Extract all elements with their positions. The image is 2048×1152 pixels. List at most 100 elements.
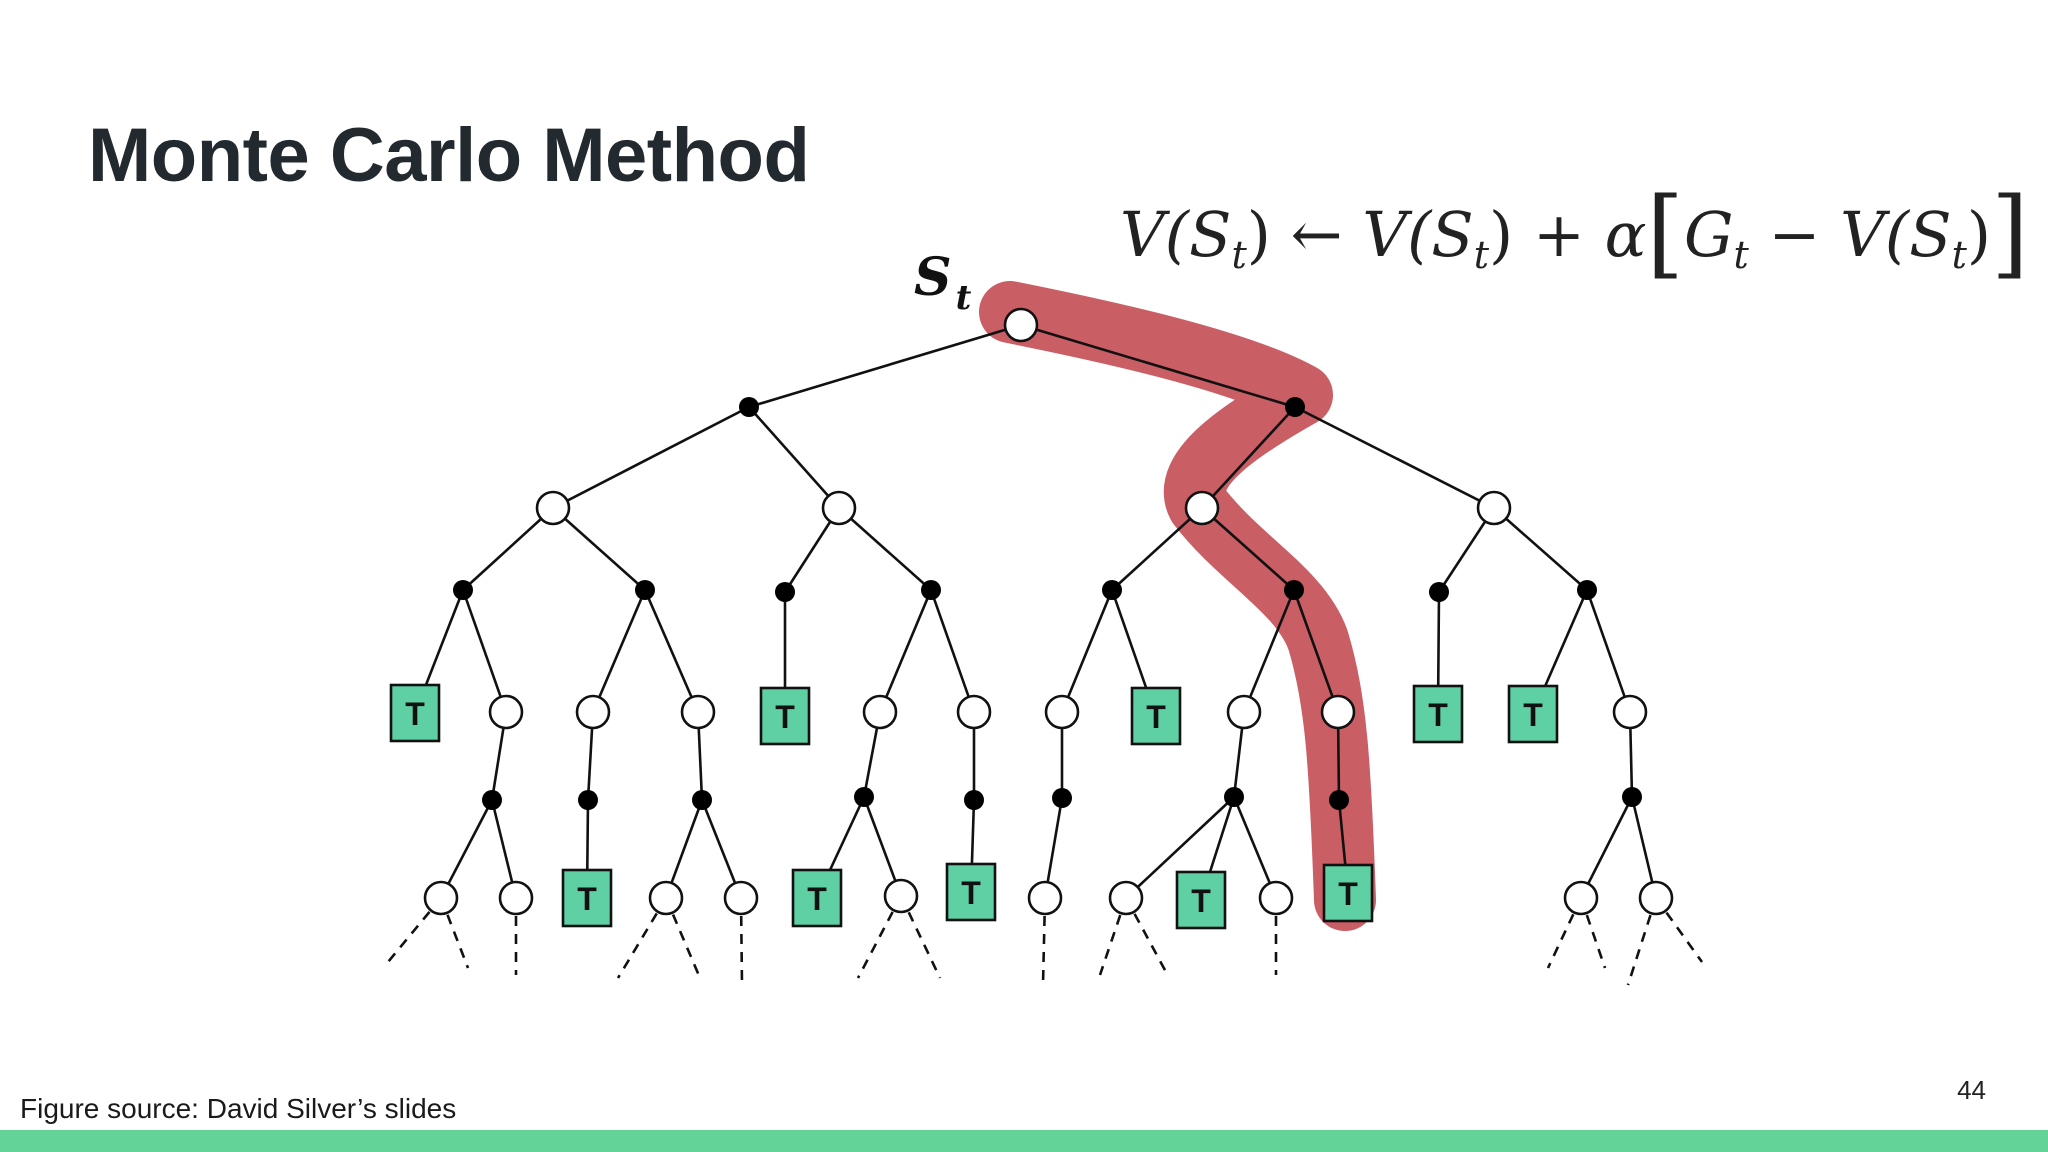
tree-edge bbox=[1020, 323, 1296, 409]
continuation-dash bbox=[1654, 897, 1704, 963]
svg-text:T: T bbox=[1146, 699, 1166, 735]
tree-edge bbox=[1292, 589, 1340, 713]
svg-text:T: T bbox=[807, 881, 827, 917]
continuation-dash bbox=[1579, 897, 1607, 969]
tree-edge bbox=[1294, 405, 1495, 510]
tree-edge bbox=[1111, 507, 1203, 591]
state-node bbox=[1258, 880, 1294, 916]
action-node bbox=[739, 397, 759, 417]
action-node bbox=[1102, 580, 1122, 600]
action-node bbox=[854, 787, 874, 807]
tree-edge bbox=[462, 507, 554, 591]
tree-nodes: T T T T T T T T T T bbox=[389, 307, 1674, 930]
tree-edge bbox=[878, 589, 933, 713]
tree-edge bbox=[1125, 796, 1235, 899]
tree-edge bbox=[1585, 589, 1632, 713]
action-node bbox=[775, 582, 795, 602]
tree-edge bbox=[1201, 406, 1296, 509]
state-node bbox=[1184, 490, 1220, 526]
action-node bbox=[578, 790, 598, 810]
figure-source-caption: Figure source: David Silver’s slides bbox=[20, 1093, 457, 1124]
tree-edge bbox=[1242, 589, 1296, 713]
action-node bbox=[482, 790, 502, 810]
svg-text:T: T bbox=[405, 696, 425, 732]
action-node bbox=[964, 790, 984, 810]
tree-edge bbox=[1232, 796, 1278, 899]
continuation-dash bbox=[386, 897, 443, 963]
action-node bbox=[692, 790, 712, 810]
continuation-dash bbox=[1098, 897, 1128, 976]
terminal-node: T bbox=[1130, 686, 1182, 746]
action-node bbox=[921, 580, 941, 600]
tree-edge bbox=[1579, 796, 1634, 899]
action-node bbox=[1052, 788, 1072, 808]
action-node bbox=[1224, 787, 1244, 807]
page-number: 44 bbox=[1957, 1075, 1986, 1105]
continuation-dash bbox=[664, 897, 702, 979]
state-node bbox=[956, 694, 992, 730]
tree-edge bbox=[439, 799, 494, 899]
svg-text:T: T bbox=[577, 881, 597, 917]
svg-text:T: T bbox=[1338, 876, 1358, 912]
terminal-node: T bbox=[1507, 684, 1559, 744]
svg-text:T: T bbox=[1428, 697, 1448, 733]
action-node bbox=[1284, 580, 1304, 600]
action-node bbox=[1622, 787, 1642, 807]
state-node bbox=[862, 694, 898, 730]
continuation-dashes bbox=[386, 895, 1704, 986]
tree-edge bbox=[748, 323, 1022, 409]
terminal-node: T bbox=[1322, 863, 1374, 923]
state-node bbox=[1027, 880, 1063, 916]
tree-edge bbox=[591, 589, 647, 713]
svg-text:T: T bbox=[775, 699, 795, 735]
tree-edges bbox=[413, 323, 1658, 901]
root-state-node bbox=[1003, 307, 1039, 343]
action-node bbox=[635, 580, 655, 600]
terminal-node: T bbox=[759, 686, 811, 746]
state-node bbox=[423, 880, 459, 916]
action-node bbox=[453, 580, 473, 600]
terminal-node: T bbox=[791, 868, 843, 928]
continuation-dash bbox=[439, 897, 470, 969]
terminal-node: T bbox=[389, 683, 441, 743]
tree-edge bbox=[664, 799, 704, 899]
accent-bar bbox=[0, 1130, 2048, 1152]
svg-text:T: T bbox=[1523, 697, 1543, 733]
svg-text:T: T bbox=[961, 875, 981, 911]
tree-edge bbox=[862, 796, 903, 897]
action-node bbox=[1329, 790, 1349, 810]
tree-edge bbox=[643, 589, 700, 713]
action-node bbox=[1577, 580, 1597, 600]
terminal-node: T bbox=[945, 862, 997, 922]
action-node bbox=[1285, 397, 1305, 417]
tree-edge bbox=[748, 406, 840, 509]
state-node bbox=[1226, 694, 1262, 730]
continuation-dash bbox=[1626, 897, 1658, 986]
continuation-dash bbox=[1041, 897, 1047, 986]
terminal-node: T bbox=[1175, 870, 1227, 930]
continuation-dash bbox=[616, 897, 668, 979]
state-node bbox=[1612, 694, 1648, 730]
state-node bbox=[1320, 694, 1356, 730]
state-node bbox=[723, 880, 759, 916]
tree-edge bbox=[838, 507, 932, 591]
tree-edge bbox=[1630, 796, 1658, 899]
tree-edge bbox=[1201, 507, 1295, 591]
tree-edge bbox=[461, 589, 508, 713]
state-node bbox=[648, 880, 684, 916]
state-node bbox=[498, 880, 534, 916]
svg-text:T: T bbox=[1191, 883, 1211, 919]
continuation-dash bbox=[856, 895, 903, 979]
terminal-node: T bbox=[1412, 684, 1464, 744]
continuation-dash bbox=[1546, 897, 1583, 969]
state-node bbox=[680, 694, 716, 730]
update-formula: V(St) ← V(St) + α[Gt − V(St)] bbox=[1120, 177, 2029, 289]
continuation-dash bbox=[1124, 897, 1168, 973]
slide-title: Monte Carlo Method bbox=[88, 113, 810, 198]
tree-edge bbox=[929, 589, 976, 713]
state-node bbox=[535, 490, 571, 526]
tree-edge bbox=[552, 507, 646, 591]
action-node bbox=[1429, 582, 1449, 602]
